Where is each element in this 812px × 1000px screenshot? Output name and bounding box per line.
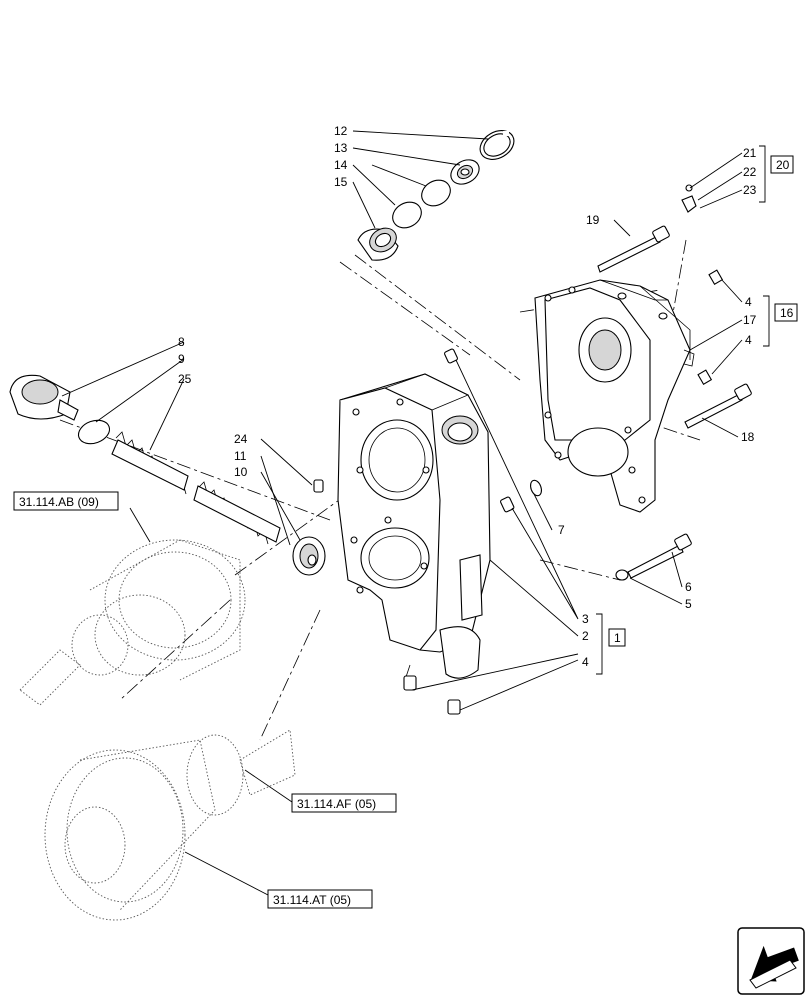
group-label-16: 16 (780, 306, 794, 320)
callout-numbers: 12 13 14 15 8 9 25 24 11 10 21 22 23 19 … (178, 124, 757, 669)
group-label-20: 20 (776, 158, 790, 172)
callout-4: 4 (745, 333, 752, 347)
spring-outer (111, 431, 189, 495)
dowel-pin (403, 675, 417, 691)
bolt (615, 533, 692, 581)
group-brackets (596, 145, 770, 675)
dowel-pin (500, 496, 515, 513)
snap-ring (530, 479, 542, 497)
callout-17: 17 (743, 313, 757, 327)
cover-housing (534, 279, 695, 513)
pin (313, 479, 324, 493)
bushing (450, 159, 480, 185)
plug (357, 227, 399, 261)
leader-lines (61, 130, 743, 896)
callout-21: 21 (743, 146, 757, 160)
callout-10: 10 (234, 465, 248, 479)
spring-inner (193, 481, 281, 545)
group-number-1: 1 (608, 628, 626, 647)
callout-2: 2 (582, 629, 589, 643)
reference-label: 31.114.AT (05) (273, 893, 351, 907)
valve-body (9, 374, 79, 421)
o-ring (77, 419, 111, 445)
dowel-pin (444, 348, 458, 364)
clutch-assembly-reference (19, 539, 246, 706)
group-number-16: 16 (774, 303, 798, 322)
circlip (479, 130, 515, 160)
callout-9: 9 (178, 352, 185, 366)
callout-13: 13 (334, 141, 348, 155)
callout-3: 3 (582, 612, 589, 626)
callout-6: 6 (685, 580, 692, 594)
reference-link-31-114-ab-09[interactable]: 31.114.AB (09) (13, 491, 119, 511)
callout-14: 14 (334, 158, 348, 172)
gear-assembly-reference (44, 729, 296, 921)
reference-label: 31.114.AB (09) (19, 495, 99, 509)
breather-fitting (681, 184, 697, 213)
callout-7: 7 (558, 523, 565, 537)
main-housing (337, 373, 491, 679)
o-ring-lower (392, 201, 422, 229)
callout-25: 25 (178, 372, 192, 386)
spring-cup (292, 536, 326, 576)
next-page-arrow-icon[interactable] (737, 927, 805, 995)
reference-link-31-114-af-05[interactable]: 31.114.AF (05) (291, 793, 397, 813)
callout-15: 15 (334, 175, 348, 189)
dowel-pin (447, 699, 461, 715)
callout-4: 4 (582, 655, 589, 669)
bolt (684, 383, 752, 429)
callout-11: 11 (234, 449, 247, 463)
callout-4: 4 (745, 295, 752, 309)
seal-stack (357, 130, 515, 261)
callout-23: 23 (743, 183, 757, 197)
group-label-1: 1 (614, 631, 621, 645)
callout-24: 24 (234, 432, 248, 446)
dowel-pin (697, 369, 713, 385)
callout-5: 5 (685, 597, 692, 611)
callout-18: 18 (741, 430, 755, 444)
callout-19: 19 (586, 213, 600, 227)
bolt (597, 225, 670, 273)
o-ring-upper (421, 179, 451, 207)
callout-8: 8 (178, 335, 185, 349)
callout-12: 12 (334, 124, 348, 138)
reference-link-31-114-at-05[interactable]: 31.114.AT (05) (267, 889, 373, 909)
dowel-pin (708, 269, 724, 285)
reference-label: 31.114.AF (05) (297, 797, 376, 811)
callout-22: 22 (743, 165, 757, 179)
group-number-20: 20 (770, 155, 794, 174)
